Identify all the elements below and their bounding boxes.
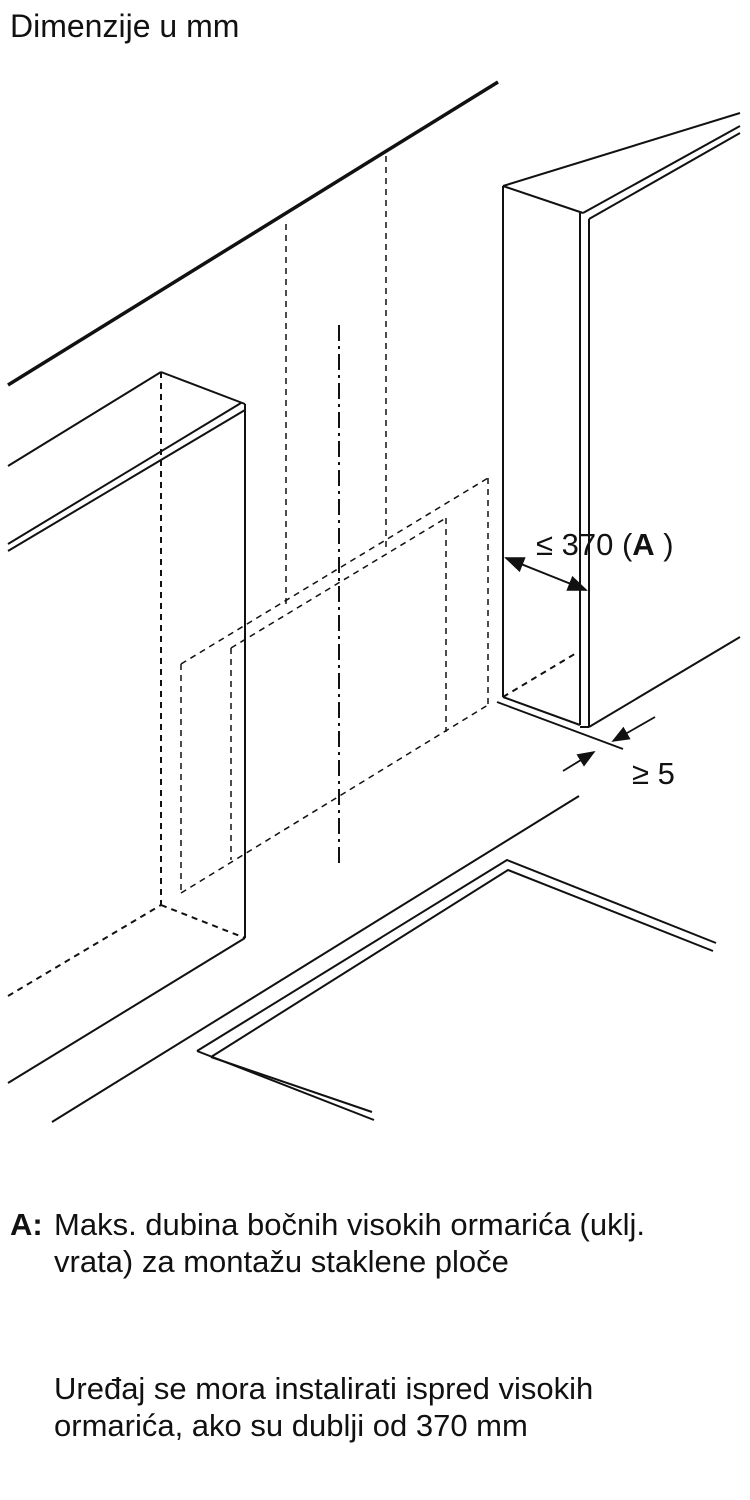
- depth-dimension-ref: A: [632, 527, 654, 562]
- note-a-text: Maks. dubina bočnih visokih ormarića (uk…: [54, 1207, 645, 1279]
- gap-dimension: ≥ 5: [496, 701, 675, 791]
- depth-dimension: ≤ 370 (A ): [504, 527, 674, 591]
- notes: A: Maks. dubina bočnih visokih ormarića …: [10, 1206, 730, 1444]
- page-title: Dimenzije u mm: [10, 8, 240, 44]
- svg-text:≤ 370 (A ): ≤ 370 (A ): [536, 527, 674, 562]
- note-a: A: Maks. dubina bočnih visokih ormarića …: [10, 1206, 730, 1280]
- left-tall-cabinet: [7, 371, 246, 1084]
- right-tall-cabinet: [502, 112, 741, 728]
- worktop-and-glass-panel: [51, 795, 717, 1123]
- back-wall-edge: [7, 80, 499, 387]
- depth-dimension-close: ): [655, 527, 674, 562]
- installation-diagram: ≤ 370 (A ) ≥ 5: [7, 80, 741, 1123]
- note-a-key: A:: [10, 1207, 43, 1242]
- note-installation: Uređaj se mora instalirati ispred visoki…: [54, 1371, 594, 1443]
- appliance-outline: [180, 156, 489, 894]
- gap-dimension-value: ≥ 5: [632, 756, 675, 791]
- depth-dimension-value: ≤ 370 (: [536, 527, 633, 562]
